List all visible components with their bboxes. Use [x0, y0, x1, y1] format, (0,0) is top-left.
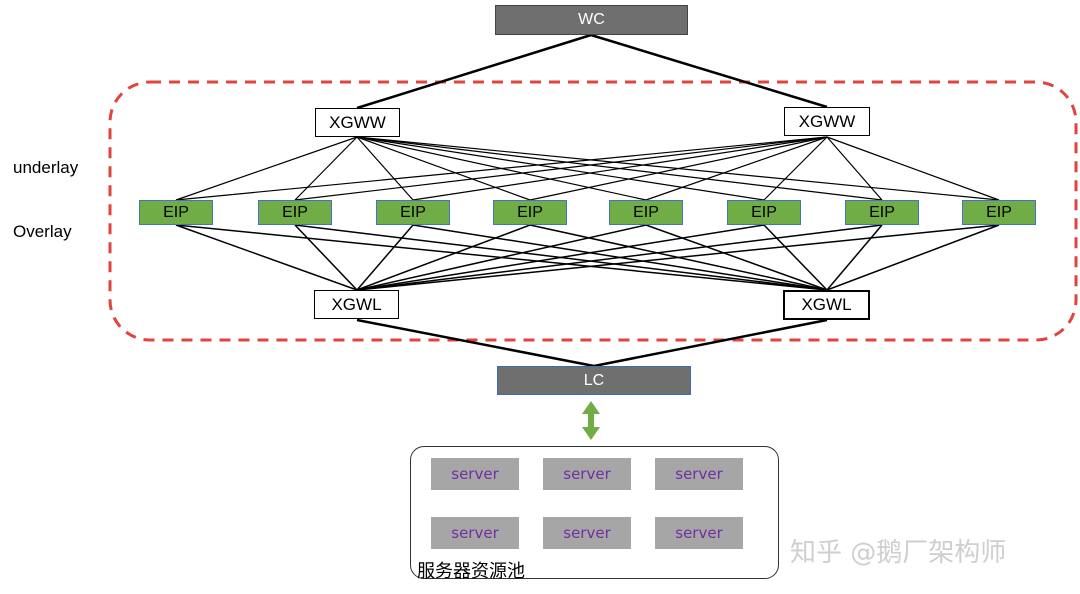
eip-node: EIP: [493, 200, 567, 225]
xgwl-right-node: XGWL: [783, 290, 870, 320]
eip-xgwl-link: [356, 224, 414, 291]
eip-xgwl-link: [826, 224, 883, 291]
xgww-eip-link: [356, 136, 531, 201]
eip-xgwl-link: [645, 224, 828, 291]
xgwl-right-label: XGWL: [801, 295, 852, 314]
server-box: server: [543, 458, 631, 490]
eip-label: EIP: [400, 203, 426, 221]
xgww-eip-link: [294, 136, 358, 201]
eip-label: EIP: [282, 203, 308, 221]
eip-label: EIP: [869, 203, 895, 221]
lc-label: LC: [583, 371, 605, 389]
eip-label: EIP: [751, 203, 777, 221]
wc-xgww-link: [356, 33, 592, 110]
eip-xgwl-link: [356, 224, 1000, 291]
eip-xgwl-link: [356, 224, 883, 291]
pool-title: 服务器资源池: [417, 561, 525, 582]
eip-label: EIP: [517, 203, 543, 221]
eip-xgwl-link: [763, 224, 828, 291]
eip-label: EIP: [633, 203, 659, 221]
eip-xgwl-link: [294, 224, 358, 291]
bidirectional-arrow: [582, 401, 600, 440]
xgww-right-node: XGWW: [784, 107, 870, 136]
server-box: server: [543, 517, 631, 549]
eip-xgwl-link: [356, 224, 531, 291]
server-box: server: [431, 458, 519, 490]
xgww-eip-link: [645, 136, 828, 201]
xgww-eip-link: [356, 136, 765, 201]
eip-node: EIP: [139, 200, 213, 225]
xgwl-left-node: XGWL: [314, 290, 399, 319]
eip-xgwl-link: [356, 224, 647, 291]
server-label: server: [451, 524, 499, 542]
xgww-eip-link: [826, 136, 1000, 201]
server-label: server: [675, 465, 723, 483]
server-box: server: [655, 517, 743, 549]
xgww-eip-link: [356, 136, 414, 201]
eip-node: EIP: [609, 200, 683, 225]
server-label: server: [563, 524, 611, 542]
xgww-eip-link: [826, 136, 883, 201]
lc-node: LC: [497, 366, 691, 395]
wc-xgww-link: [590, 33, 828, 109]
server-box: server: [431, 517, 519, 549]
xgww-eip-link: [356, 136, 883, 201]
server-resource-pool: server server server server server serve…: [410, 446, 779, 582]
xgww-eip-link: [763, 136, 828, 201]
xgww-right-label: XGWW: [798, 111, 856, 131]
xgww-eip-link: [356, 136, 1000, 201]
eip-node: EIP: [727, 200, 801, 225]
eip-node: EIP: [376, 200, 450, 225]
eip-xgwl-link: [175, 224, 358, 291]
server-label: server: [451, 465, 499, 483]
server-box: server: [655, 458, 743, 490]
xgww-left-label: XGWW: [329, 112, 386, 132]
server-label: server: [563, 465, 611, 483]
overlay-region-border: [108, 80, 1078, 342]
eip-label: EIP: [986, 203, 1012, 221]
xgwl-left-label: XGWL: [331, 294, 382, 314]
wc-label: WC: [578, 11, 605, 28]
underlay-label: underlay: [13, 158, 79, 177]
eip-node: EIP: [962, 200, 1036, 225]
xgww-eip-link: [356, 136, 647, 201]
xgwl-lc-link: [356, 318, 595, 368]
eip-label: EIP: [163, 203, 189, 221]
eip-node: EIP: [258, 200, 332, 225]
xgww-left-node: XGWW: [315, 108, 400, 137]
xgwl-lc-link: [593, 318, 828, 368]
server-label: server: [675, 524, 723, 542]
wc-node: WC: [495, 5, 688, 35]
eip-node: EIP: [845, 200, 919, 225]
eip-xgwl-link: [356, 224, 765, 291]
watermark: 知乎 @鹅厂架构师: [790, 538, 1007, 568]
overlay-label: Overlay: [13, 222, 72, 241]
xgww-eip-link: [175, 136, 358, 201]
eip-xgwl-link: [826, 224, 1000, 291]
